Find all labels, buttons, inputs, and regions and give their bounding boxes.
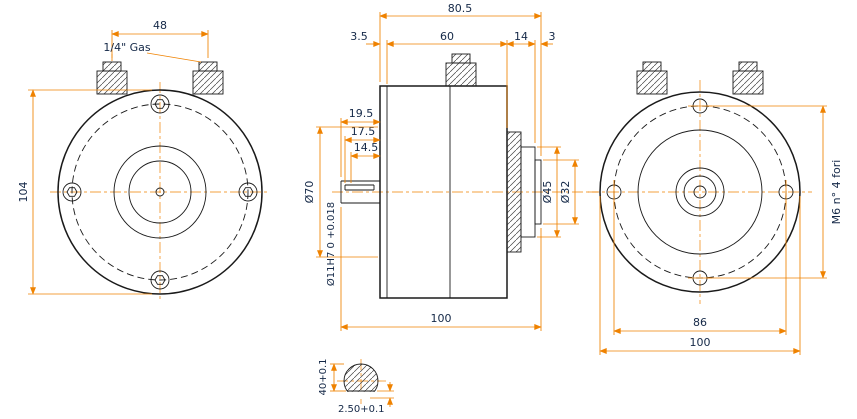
rear-flange [506, 131, 522, 253]
front-view: 48 1/4" Gas 104 [17, 19, 270, 302]
hub-circle [128, 160, 192, 224]
dia-tip: Ø32 [559, 181, 572, 204]
leader-line [146, 52, 202, 63]
dim-rear-cap: 3.5 [350, 30, 368, 43]
port-fitting [445, 53, 477, 87]
dim-key-length: 14.5 [354, 141, 379, 154]
mounting-hole [62, 182, 82, 202]
section-view: 80.5 3.5 60 14 3 19.5 17.5 14.5 Ø70 Ø11H… [303, 2, 598, 331]
port-thread-label: 1/4" Gas [103, 41, 151, 54]
bolt-circle [71, 103, 249, 281]
center-hole [155, 187, 165, 197]
port-fitting [636, 61, 668, 95]
keyway-cut [346, 391, 376, 399]
pilot-circle [113, 145, 207, 239]
dim-body-length: 60 [440, 30, 454, 43]
dim-shaft-protrusion: 19.5 [349, 107, 374, 120]
port-fitting [192, 61, 224, 95]
bolt-circle [613, 105, 787, 279]
hub-inner-circle [683, 175, 717, 209]
rear-view: M6 n° 4 fori 86 100 [588, 61, 843, 355]
dim-keyway-depth: 2.50+0.1 [338, 404, 385, 415]
dia-step: Ø45 [541, 181, 554, 204]
outer-flange-circle [599, 91, 801, 293]
hub-circle [675, 167, 725, 217]
mounting-hole [150, 270, 170, 290]
dim-flange-height: 104 [17, 182, 30, 203]
dim-tip-length: 3 [549, 30, 556, 43]
outer-flange-circle [57, 89, 263, 295]
output-shaft [340, 180, 380, 204]
dim-keyway-width: 40+0.1 [318, 358, 329, 395]
pilot-circle [637, 129, 763, 255]
port-fitting [96, 61, 128, 95]
mounting-hole [238, 182, 258, 202]
holes-note: M6 n° 4 fori [830, 160, 843, 225]
center-hole [693, 185, 707, 199]
dim-bolt-circle: 86 [693, 316, 707, 329]
port-fitting [732, 61, 764, 95]
dim-outer-diameter: 100 [690, 336, 711, 349]
dia-shaft: Ø11H7 0 +0.018 [325, 202, 337, 286]
dim-overall-length: 80.5 [448, 2, 473, 15]
dim-key-to-face: 17.5 [351, 125, 376, 138]
shaft-section-detail: 40+0.1 2.50+0.1 [318, 358, 394, 415]
mounting-hole [150, 94, 170, 114]
rear-tip-dia32 [534, 159, 542, 225]
dim-port-spacing: 48 [153, 19, 167, 32]
dia-pilot: Ø70 [303, 181, 316, 204]
dim-total-length: 100 [431, 312, 452, 325]
dim-step-length: 14 [514, 30, 528, 43]
